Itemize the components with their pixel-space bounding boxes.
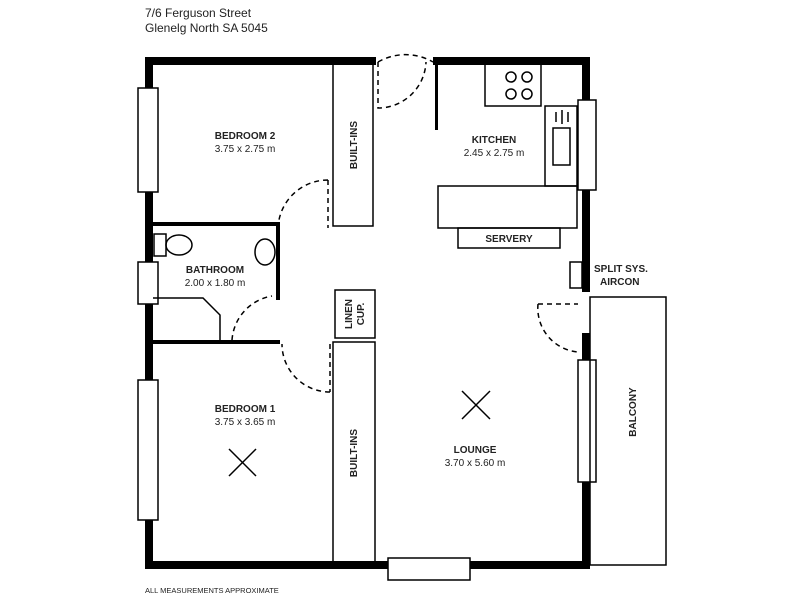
bathroom-fittings [153,233,276,342]
window-bathroom [137,261,159,305]
bedroom1-name: BEDROOM 1 [215,404,276,415]
bench-right [544,105,578,187]
bathroom-door [231,295,273,341]
lounge-name: LOUNGE [454,445,497,456]
toilet-bowl [165,234,193,256]
toilet-cistern [153,233,167,257]
window-bedroom2 [137,87,159,193]
window-kitchen [577,99,597,191]
balcony-box [589,296,667,566]
kitchen-name: KITCHEN [472,135,516,146]
aircon-unit [569,261,583,289]
window-lounge [577,359,597,483]
windows [137,87,597,581]
linen-label-line2: CUP. [356,302,367,325]
lounge-light-icon [461,390,491,420]
linen-cupboard-box [334,289,376,339]
servery-box [457,227,561,249]
window-bedroom1 [137,379,159,521]
balcony-label: BALCONY [628,387,639,437]
builtins-bottom-box [332,341,376,565]
bedroom1-light-icon [228,448,257,477]
bedroom2-dims: 3.75 x 2.75 m [215,144,276,155]
bathroom-name: BATHROOM [186,265,244,276]
footer-note: ALL MEASUREMENTS APPROXIMATE [145,586,279,595]
bench-island [437,185,578,229]
address-line-2: Glenelg North SA 5045 [145,21,268,35]
builtins-top-label: BUILT-INS [349,121,360,169]
doors [231,53,579,393]
shower-screen [153,297,221,342]
bedroom2-door [277,179,329,229]
builtins-bottom-label: BUILT-INS [349,429,360,477]
aircon-label-line1: SPLIT SYS. [594,264,648,275]
balcony-door [537,303,579,353]
interior-walls [150,62,438,344]
entry-door [377,61,427,109]
basin [254,238,276,266]
bedroom1-door [281,343,331,393]
bedroom1-dims: 3.75 x 3.65 m [215,417,276,428]
servery-label: SERVERY [485,234,533,245]
bedroom2-name: BEDROOM 2 [215,131,276,142]
window-bottom [387,557,471,581]
address-line-1: 7/6 Ferguson Street [145,6,252,20]
light-fixtures [228,390,491,477]
cooktop [484,63,542,107]
kitchen-dims: 2.45 x 2.75 m [464,148,525,159]
outer-walls [145,57,590,569]
builtins-top-box [332,63,374,227]
aircon-label-line2: AIRCON [600,277,639,288]
kitchen-fittings [437,63,578,229]
lounge-dims: 3.70 x 5.60 m [445,458,506,469]
sink [552,127,571,166]
bathroom-dims: 2.00 x 1.80 m [185,278,246,289]
linen-label-line1: LINEN [344,299,355,329]
